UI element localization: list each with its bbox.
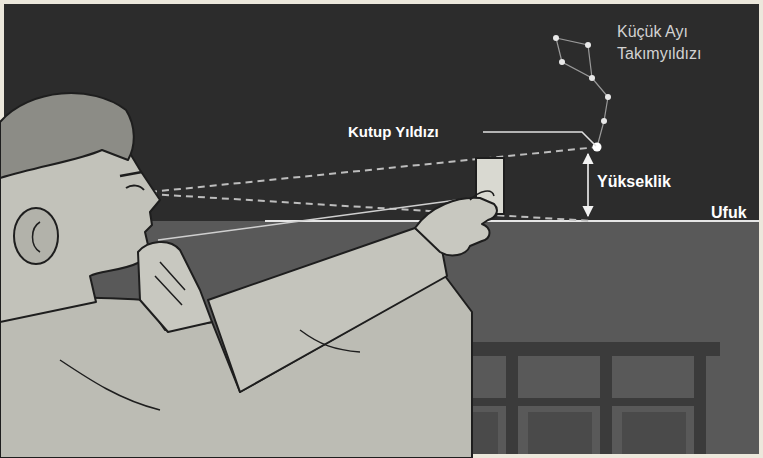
star-label: Kutup Yıldızı: [348, 122, 488, 142]
constellation-label: Küçük Ayı Takımyıldızı: [617, 21, 735, 65]
little-dipper: [553, 35, 611, 147]
leader-line: [483, 132, 596, 146]
altitude-label: Yükseklik: [597, 172, 707, 192]
horizon-line: [265, 220, 759, 222]
altitude-arrow: [587, 154, 589, 216]
horizon-label: Ufuk: [711, 203, 761, 223]
sight-line: [150, 147, 598, 192]
observer-figure: [0, 93, 504, 458]
sight-line: [150, 194, 592, 221]
